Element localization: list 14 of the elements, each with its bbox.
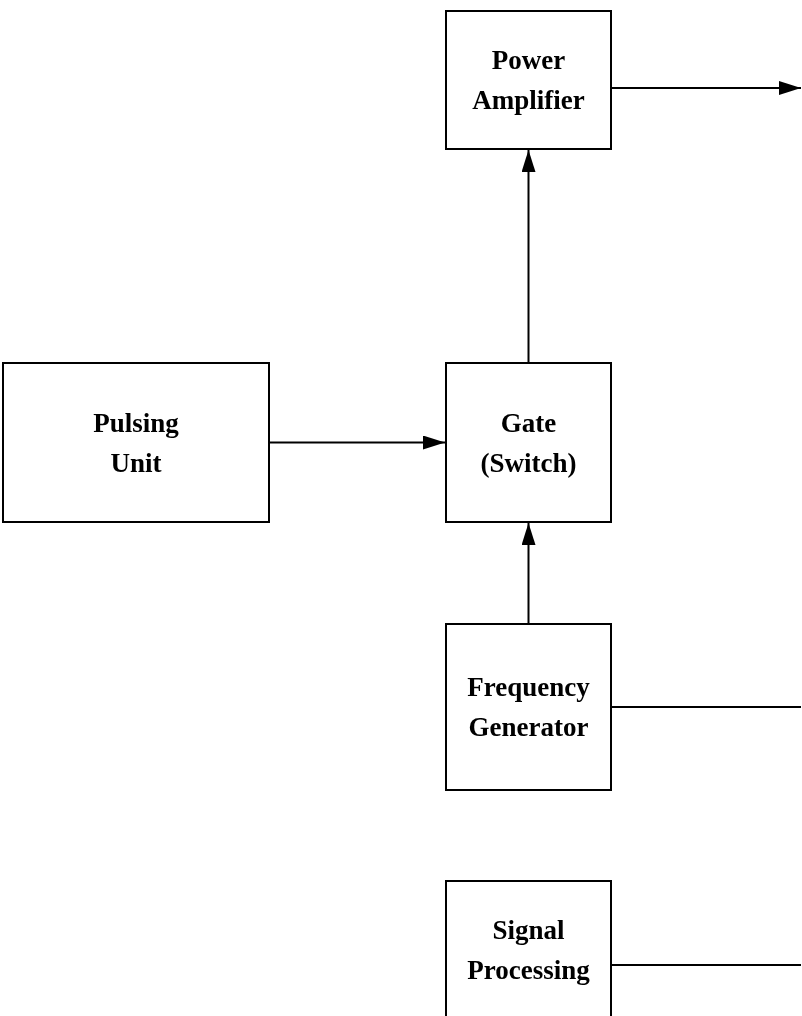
block-box: [2, 362, 270, 523]
arrow: [521, 522, 536, 624]
arrow: [269, 435, 446, 450]
arrow: [611, 81, 802, 95]
block-box: [445, 362, 612, 523]
block-label: Frequency Generator: [466, 671, 591, 744]
block-label: Pulsing Unit: [92, 406, 180, 480]
arrow: [521, 149, 536, 363]
block-box: [445, 10, 612, 150]
block-label: Power Amplifier: [471, 44, 586, 117]
block-box: [445, 623, 612, 791]
block-label: Gate (Switch): [479, 406, 578, 480]
block-label: Signal Processing: [466, 914, 591, 987]
block-box: [445, 880, 612, 1016]
